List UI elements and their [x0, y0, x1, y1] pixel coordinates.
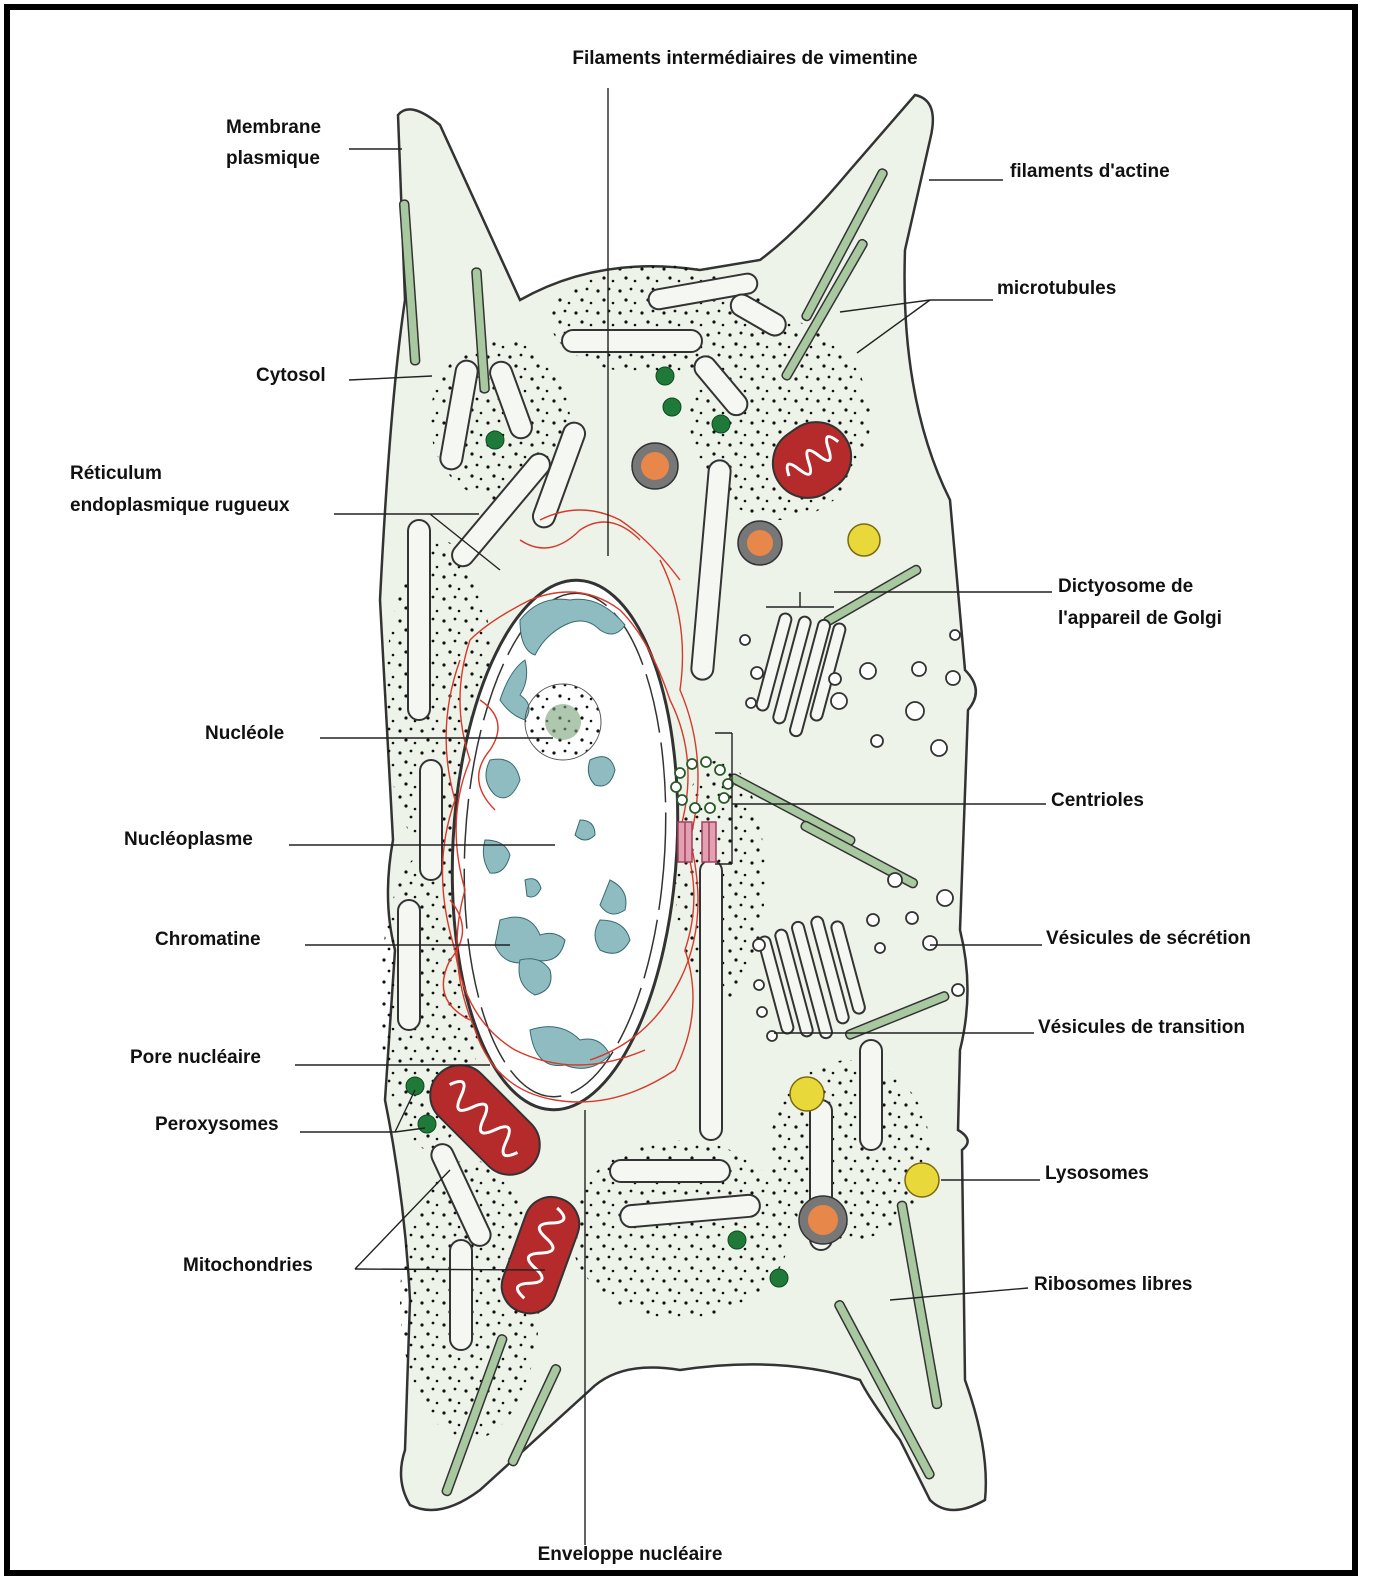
label-pore: Pore nucléaire	[130, 1047, 261, 1068]
label-ribosomes: Ribosomes libres	[1034, 1274, 1192, 1295]
label-peroxysomes: Peroxysomes	[155, 1114, 279, 1135]
label-centrioles: Centrioles	[1051, 790, 1144, 811]
label-vesicules-secretion: Vésicules de sécrétion	[1046, 928, 1251, 949]
label-membrane-line2: plasmique	[226, 148, 320, 169]
label-mitochondries: Mitochondries	[183, 1255, 313, 1276]
label-cytosol: Cytosol	[256, 365, 326, 386]
label-dictyosome-line1: Dictyosome de	[1058, 576, 1193, 597]
label-reticulum-line1: Réticulum	[70, 463, 162, 484]
nucleolus	[525, 684, 601, 760]
label-vesicules-transition: Vésicules de transition	[1038, 1017, 1245, 1038]
label-lysosomes: Lysosomes	[1045, 1163, 1149, 1184]
label-actine: filaments d'actine	[1010, 161, 1170, 182]
label-dictyosome-line2: l'appareil de Golgi	[1058, 608, 1222, 629]
label-nucleoplasme: Nucléoplasme	[124, 829, 253, 850]
label-reticulum-line2: endoplasmique rugueux	[70, 495, 290, 516]
label-vimentine: Filaments intermédiaires de vimentine	[572, 48, 917, 69]
label-enveloppe: Enveloppe nucléaire	[538, 1544, 723, 1565]
label-membrane-line1: Membrane	[226, 117, 321, 138]
label-nucleole: Nucléole	[205, 723, 284, 744]
label-microtubules: microtubules	[997, 278, 1116, 299]
label-chromatine: Chromatine	[155, 929, 261, 950]
